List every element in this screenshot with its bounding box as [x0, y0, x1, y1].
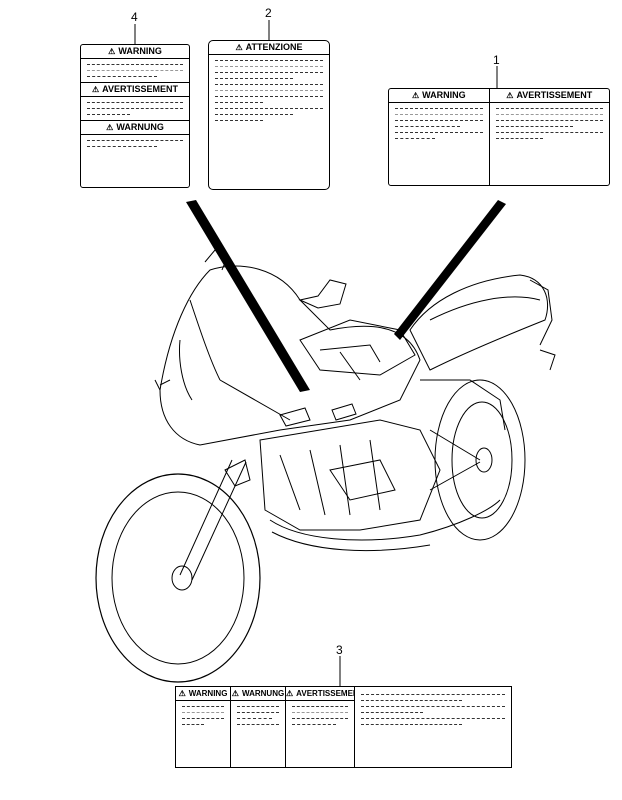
warning-triangle-icon: ⚠: [411, 91, 420, 100]
label3-heading-b: ⚠WARNUNG: [231, 687, 285, 701]
label1-heading-right: ⚠AVERTISSEMENT: [489, 89, 609, 103]
warning-label-1: ⚠WARNING ⚠AVERTISSEMENT: [388, 88, 610, 186]
warning-label-2: ⚠ATTENZIONE: [208, 40, 330, 190]
label3-panel-a: ⚠WARNING: [176, 687, 231, 767]
warning-triangle-icon: ⚠: [178, 689, 186, 698]
label4-heading-c: ⚠WARNUNG: [81, 120, 189, 135]
pointer-left: [186, 200, 310, 392]
label3-heading-a: ⚠WARNING: [176, 687, 230, 701]
label3-panel-d: [355, 687, 511, 767]
warning-triangle-icon: ⚠: [286, 689, 294, 698]
warning-label-4: ⚠WARNING ⚠AVERTISSEMENT ⚠WARNUNG: [80, 44, 190, 188]
callout-4: 4: [131, 10, 138, 24]
callout-1: 1: [493, 53, 500, 67]
label1-left-panel: ⚠WARNING: [389, 89, 490, 185]
warning-triangle-icon: ⚠: [231, 689, 239, 698]
warning-triangle-icon: ⚠: [91, 85, 100, 94]
label3-heading-c: ⚠AVERTISSEMENT: [286, 687, 354, 701]
pointer-right: [394, 200, 506, 340]
label2-heading: ⚠ATTENZIONE: [209, 41, 329, 55]
label4-heading-b: ⚠AVERTISSEMENT: [81, 82, 189, 97]
label1-heading-left: ⚠WARNING: [389, 89, 489, 103]
warning-triangle-icon: ⚠: [106, 123, 114, 132]
warning-triangle-icon: ⚠: [108, 47, 116, 56]
callout-2: 2: [265, 6, 272, 20]
warning-label-3: ⚠WARNING ⚠WARNUNG ⚠AVERTISSEMENT: [175, 686, 512, 768]
label1-right-panel: ⚠AVERTISSEMENT: [489, 89, 609, 185]
warning-triangle-icon: ⚠: [235, 43, 243, 52]
label3-panel-b: ⚠WARNUNG: [231, 687, 286, 767]
label4-heading-a: ⚠WARNING: [81, 45, 189, 59]
label3-panel-c: ⚠AVERTISSEMENT: [286, 687, 355, 767]
warning-triangle-icon: ⚠: [506, 91, 514, 100]
callout-3: 3: [336, 643, 343, 657]
